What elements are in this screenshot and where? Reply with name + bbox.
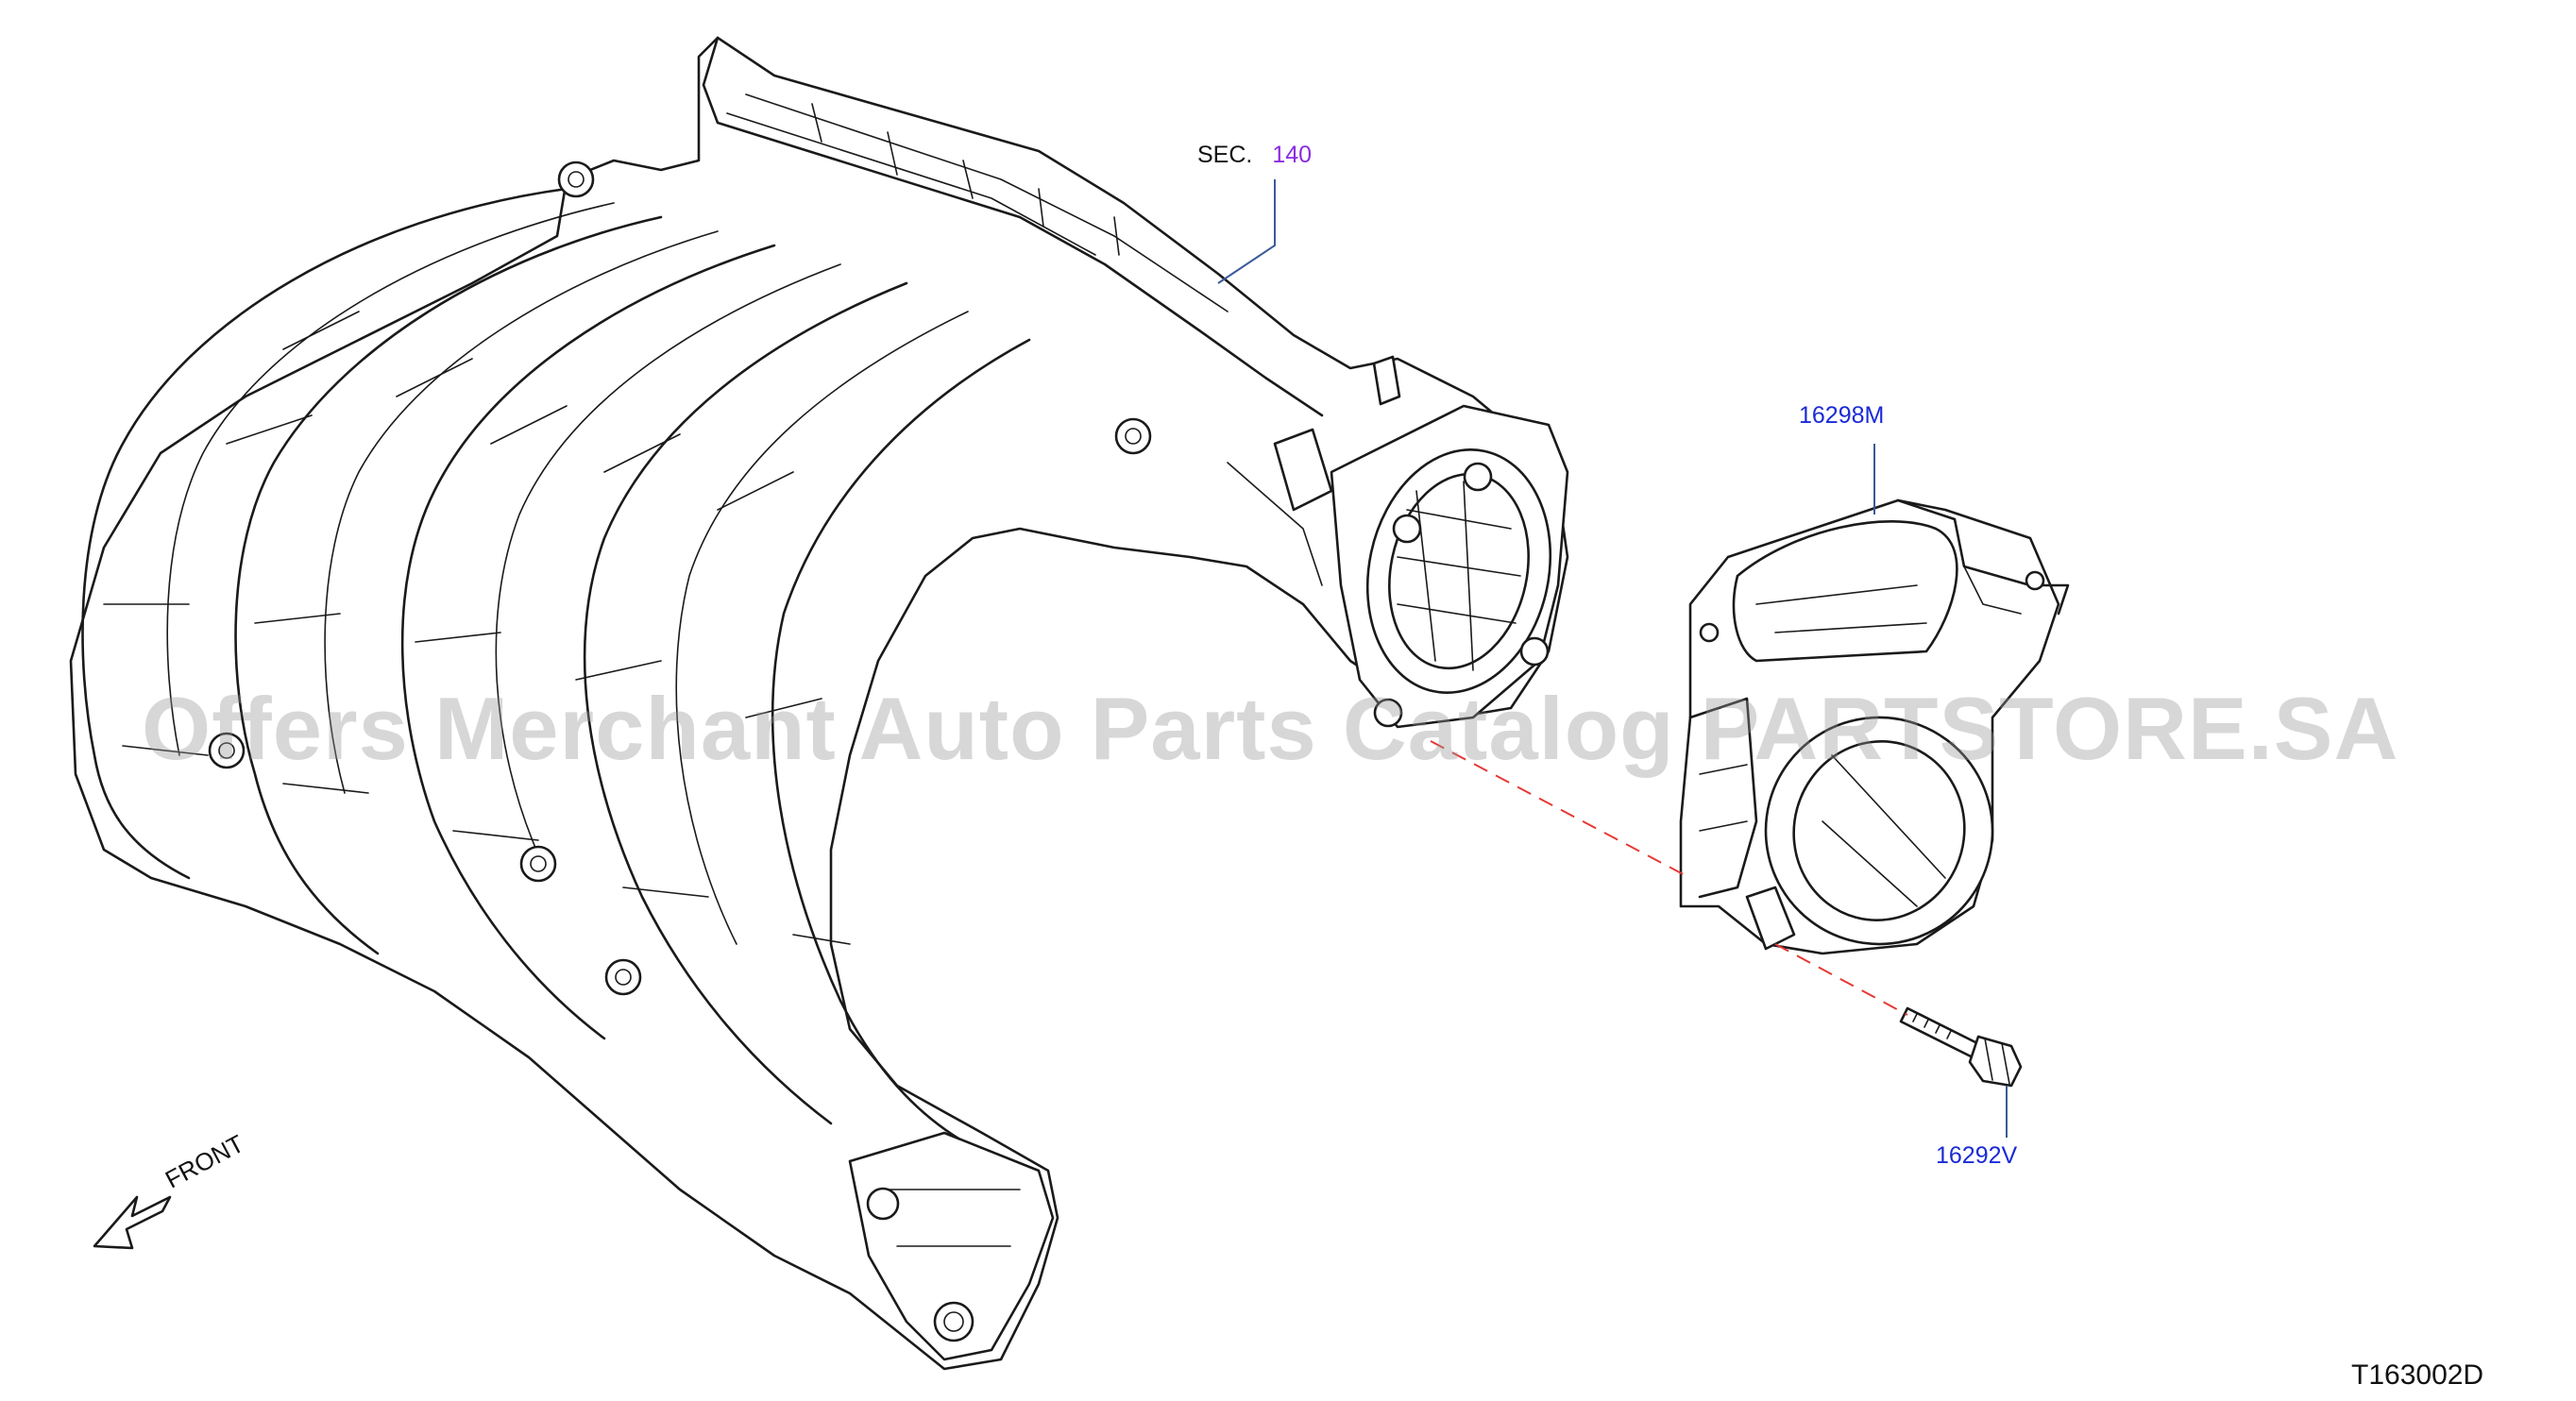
section-prefix: SEC.: [1197, 142, 1253, 168]
intake-manifold[interactable]: [69, 36, 1572, 1371]
alignment-dash-line: [1430, 740, 1908, 1016]
part-number-bolt[interactable]: 16292V: [1936, 1142, 2018, 1169]
watermark: Offers Merchant Auto Parts Catalog PARTS…: [142, 679, 2399, 778]
throttle-body[interactable]: [1679, 498, 2070, 970]
part-number-throttle-body[interactable]: 16298M: [1799, 402, 1885, 429]
section-label: SEC. 140: [1197, 143, 1312, 167]
section-number[interactable]: 140: [1272, 142, 1313, 168]
leader-sec-140: [1217, 179, 1276, 284]
bolt[interactable]: [1899, 1006, 2023, 1088]
figure-id: T163002D: [2351, 1359, 2484, 1391]
front-arrow-icon: [93, 1195, 172, 1250]
